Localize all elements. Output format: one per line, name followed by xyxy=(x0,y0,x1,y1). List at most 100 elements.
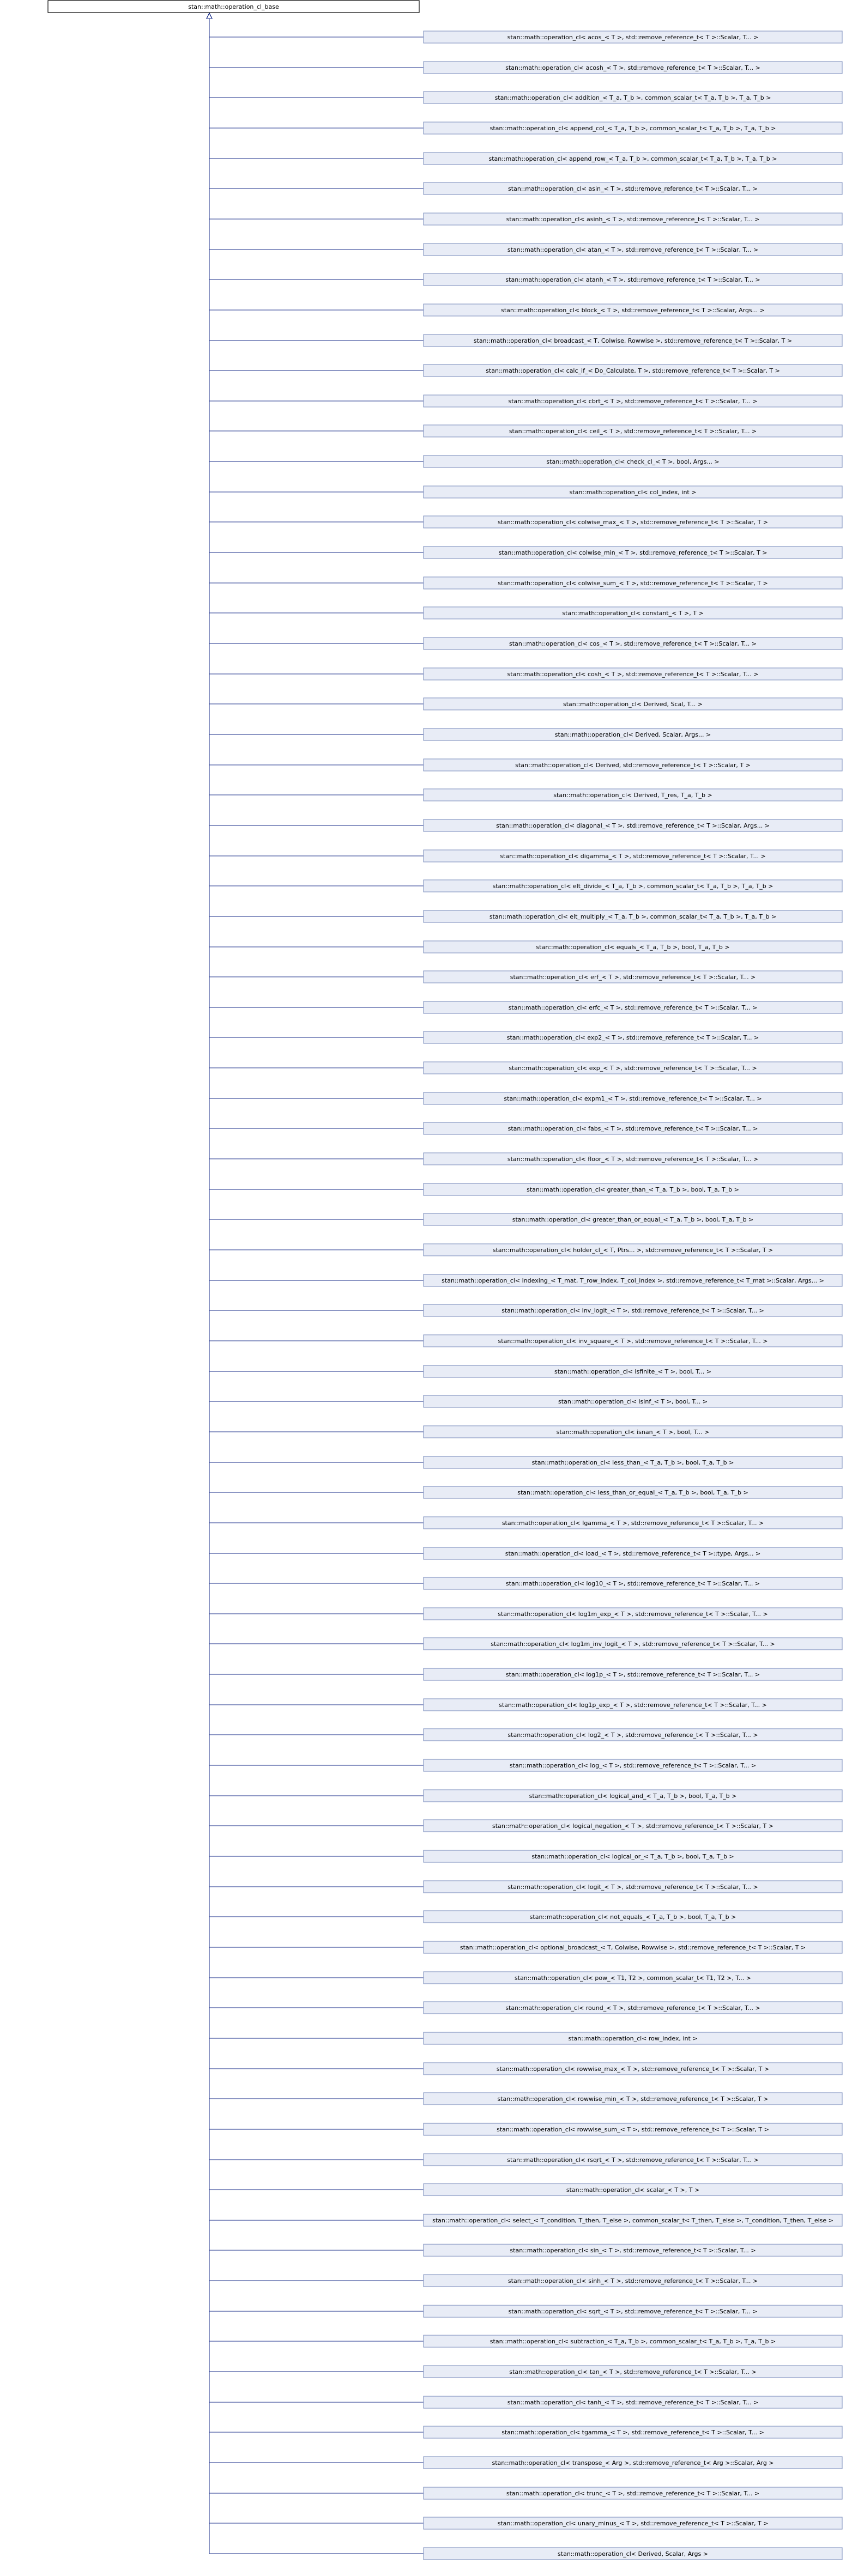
derived-class-box xyxy=(423,2305,843,2318)
derived-class-node[interactable]: stan::math::operation_cl< colwise_min_< … xyxy=(423,546,843,559)
derived-class-node[interactable]: stan::math::operation_cl< rsqrt_< T >, s… xyxy=(423,2153,843,2166)
derived-class-node[interactable]: stan::math::operation_cl< Derived, Scala… xyxy=(423,728,843,741)
derived-class-node[interactable]: stan::math::operation_cl< asinh_< T >, s… xyxy=(423,212,843,226)
derived-class-node[interactable]: stan::math::operation_cl< logical_or_< T… xyxy=(423,1850,843,1863)
derived-class-node[interactable]: stan::math::operation_cl< isnan_< T >, b… xyxy=(423,1425,843,1438)
derived-class-box xyxy=(423,2396,843,2409)
derived-class-node[interactable]: stan::math::operation_cl< cbrt_< T >, st… xyxy=(423,394,843,408)
derived-class-node[interactable]: stan::math::operation_cl< exp2_< T >, st… xyxy=(423,1031,843,1044)
derived-class-box xyxy=(423,1001,843,1014)
derived-class-node[interactable]: stan::math::operation_cl< less_than_or_e… xyxy=(423,1486,843,1499)
derived-class-node[interactable]: stan::math::operation_cl< sin_< T >, std… xyxy=(423,2244,843,2257)
derived-class-box xyxy=(423,1850,843,1863)
derived-class-node[interactable]: stan::math::operation_cl< elt_multiply_<… xyxy=(423,910,843,923)
derived-class-node[interactable]: stan::math::operation_cl< greater_than_o… xyxy=(423,1213,843,1226)
derived-class-node[interactable]: stan::math::operation_cl< logical_negati… xyxy=(423,1819,843,1832)
derived-class-node[interactable]: stan::math::operation_cl< log2_< T >, st… xyxy=(423,1728,843,1741)
derived-class-node[interactable]: stan::math::operation_cl< rowwise_max_< … xyxy=(423,2062,843,2075)
derived-class-node[interactable]: stan::math::operation_cl< subtraction_< … xyxy=(423,2335,843,2348)
derived-class-node[interactable]: stan::math::operation_cl< isinf_< T >, b… xyxy=(423,1395,843,1408)
derived-class-node[interactable]: stan::math::operation_cl< log1m_inv_logi… xyxy=(423,1637,843,1650)
derived-class-node[interactable]: stan::math::operation_cl< log1p_exp_< T … xyxy=(423,1698,843,1711)
derived-class-node[interactable]: stan::math::operation_cl< rowwise_min_< … xyxy=(423,2092,843,2105)
derived-class-node[interactable]: stan::math::operation_cl< broadcast_< T,… xyxy=(423,334,843,347)
derived-class-node[interactable]: stan::math::operation_cl< pow_< T1, T2 >… xyxy=(423,1971,843,1984)
derived-class-node[interactable]: stan::math::operation_cl< atan_< T >, st… xyxy=(423,243,843,256)
derived-class-node[interactable]: stan::math::operation_cl< floor_< T >, s… xyxy=(423,1152,843,1165)
derived-class-node[interactable]: stan::math::operation_cl< check_cl_< T >… xyxy=(423,455,843,468)
derived-class-node[interactable]: stan::math::operation_cl< logit_< T >, s… xyxy=(423,1880,843,1893)
derived-class-node[interactable]: stan::math::operation_cl< colwise_sum_< … xyxy=(423,576,843,590)
derived-class-node[interactable]: stan::math::operation_cl< less_than_< T_… xyxy=(423,1456,843,1469)
derived-class-node[interactable]: stan::math::operation_cl< acos_< T >, st… xyxy=(423,31,843,44)
derived-class-node[interactable]: stan::math::operation_cl< col_index, int… xyxy=(423,485,843,499)
derived-class-node[interactable]: stan::math::operation_cl< tgamma_< T >, … xyxy=(423,2426,843,2439)
derived-class-label: stan::math::operation_cl< atanh_< T >, s… xyxy=(505,276,760,283)
derived-class-box xyxy=(423,1365,843,1378)
derived-class-node[interactable]: stan::math::operation_cl< unary_minus_< … xyxy=(423,2517,843,2530)
derived-class-label: stan::math::operation_cl< select_< T_con… xyxy=(432,2217,833,2224)
derived-class-node[interactable]: stan::math::operation_cl< rowwise_sum_< … xyxy=(423,2123,843,2136)
derived-class-node[interactable]: stan::math::operation_cl< cos_< T >, std… xyxy=(423,637,843,650)
derived-class-node[interactable]: stan::math::operation_cl< log1p_< T >, s… xyxy=(423,1668,843,1681)
derived-class-node[interactable]: stan::math::operation_cl< Derived, std::… xyxy=(423,758,843,771)
derived-class-node[interactable]: stan::math::operation_cl< fabs_< T >, st… xyxy=(423,1122,843,1135)
derived-class-node[interactable]: stan::math::operation_cl< asin_< T >, st… xyxy=(423,182,843,195)
derived-class-label: stan::math::operation_cl< sinh_< T >, st… xyxy=(508,2277,758,2285)
derived-class-node[interactable]: stan::math::operation_cl< optional_broad… xyxy=(423,1941,843,1954)
derived-class-label: stan::math::operation_cl< transpose_< Ar… xyxy=(492,2459,774,2466)
derived-class-node[interactable]: stan::math::operation_cl< load_< T >, st… xyxy=(423,1547,843,1560)
derived-class-node[interactable]: stan::math::operation_cl< Derived, Scal,… xyxy=(423,697,843,710)
derived-class-label: stan::math::operation_cl< less_than_< T_… xyxy=(532,1459,734,1466)
derived-class-node[interactable]: stan::math::operation_cl< sinh_< T >, st… xyxy=(423,2274,843,2287)
derived-class-node[interactable]: stan::math::operation_cl< log1m_exp_< T … xyxy=(423,1607,843,1620)
derived-class-node[interactable]: stan::math::operation_cl< select_< T_con… xyxy=(423,2214,843,2227)
derived-class-node[interactable]: stan::math::operation_cl< erf_< T >, std… xyxy=(423,970,843,983)
base-class-node[interactable]: stan::math::operation_cl_base xyxy=(47,0,420,13)
derived-class-node[interactable]: stan::math::operation_cl< elt_divide_< T… xyxy=(423,879,843,892)
derived-class-node[interactable]: stan::math::operation_cl< erfc_< T >, st… xyxy=(423,1001,843,1014)
derived-class-node[interactable]: stan::math::operation_cl< atanh_< T >, s… xyxy=(423,273,843,286)
derived-class-node[interactable]: stan::math::operation_cl< append_col_< T… xyxy=(423,121,843,135)
derived-class-node[interactable]: stan::math::operation_cl< append_row_< T… xyxy=(423,152,843,165)
derived-class-node[interactable]: stan::math::operation_cl< scalar_< T >, … xyxy=(423,2183,843,2196)
derived-class-node[interactable]: stan::math::operation_cl< log_< T >, std… xyxy=(423,1759,843,1772)
derived-class-node[interactable]: stan::math::operation_cl< Derived, T_res… xyxy=(423,788,843,801)
derived-class-node[interactable]: stan::math::operation_cl< constant_< T >… xyxy=(423,606,843,619)
derived-class-node[interactable]: stan::math::operation_cl< transpose_< Ar… xyxy=(423,2456,843,2469)
derived-class-label: stan::math::operation_cl< inv_logit_< T … xyxy=(501,1307,764,1314)
derived-class-node[interactable]: stan::math::operation_cl< ceil_< T >, st… xyxy=(423,424,843,438)
derived-class-node[interactable]: stan::math::operation_cl< inv_square_< T… xyxy=(423,1334,843,1347)
derived-class-node[interactable]: stan::math::operation_cl< exp_< T >, std… xyxy=(423,1061,843,1074)
derived-class-node[interactable]: stan::math::operation_cl< holder_cl_< T,… xyxy=(423,1243,843,1256)
derived-class-node[interactable]: stan::math::operation_cl< digamma_< T >,… xyxy=(423,849,843,862)
derived-class-label: stan::math::operation_cl< isnan_< T >, b… xyxy=(557,1429,710,1436)
derived-class-label: stan::math::operation_cl< logit_< T >, s… xyxy=(507,1884,758,1891)
derived-class-node[interactable]: stan::math::operation_cl< inv_logit_< T … xyxy=(423,1304,843,1317)
derived-class-node[interactable]: stan::math::operation_cl< Derived, Scala… xyxy=(423,2547,843,2560)
derived-class-node[interactable]: stan::math::operation_cl< lgamma_< T >, … xyxy=(423,1516,843,1529)
derived-class-node[interactable]: stan::math::operation_cl< addition_< T_a… xyxy=(423,91,843,104)
derived-class-node[interactable]: stan::math::operation_cl< calc_if_< Do_C… xyxy=(423,364,843,377)
derived-class-box xyxy=(423,1789,843,1802)
derived-class-node[interactable]: stan::math::operation_cl< greater_than_<… xyxy=(423,1183,843,1196)
derived-class-node[interactable]: stan::math::operation_cl< log10_< T >, s… xyxy=(423,1577,843,1590)
derived-class-node[interactable]: stan::math::operation_cl< equals_< T_a, … xyxy=(423,940,843,953)
derived-class-node[interactable]: stan::math::operation_cl< cosh_< T >, st… xyxy=(423,667,843,681)
derived-class-node[interactable]: stan::math::operation_cl< tanh_< T >, st… xyxy=(423,2396,843,2409)
derived-class-node[interactable]: stan::math::operation_cl< not_equals_< T… xyxy=(423,1910,843,1923)
derived-class-node[interactable]: stan::math::operation_cl< acosh_< T >, s… xyxy=(423,61,843,74)
derived-class-node[interactable]: stan::math::operation_cl< diagonal_< T >… xyxy=(423,819,843,832)
derived-class-node[interactable]: stan::math::operation_cl< indexing_< T_m… xyxy=(423,1274,843,1287)
derived-class-node[interactable]: stan::math::operation_cl< round_< T >, s… xyxy=(423,2001,843,2014)
derived-class-box xyxy=(423,212,843,226)
derived-class-node[interactable]: stan::math::operation_cl< logical_and_< … xyxy=(423,1789,843,1802)
derived-class-node[interactable]: stan::math::operation_cl< block_< T >, s… xyxy=(423,303,843,317)
derived-class-node[interactable]: stan::math::operation_cl< trunc_< T >, s… xyxy=(423,2487,843,2500)
derived-class-node[interactable]: stan::math::operation_cl< expm1_< T >, s… xyxy=(423,1092,843,1105)
derived-class-node[interactable]: stan::math::operation_cl< isfinite_< T >… xyxy=(423,1365,843,1378)
derived-class-node[interactable]: stan::math::operation_cl< colwise_max_< … xyxy=(423,515,843,528)
derived-class-node[interactable]: stan::math::operation_cl< row_index, int… xyxy=(423,2032,843,2045)
derived-class-node[interactable]: stan::math::operation_cl< tan_< T >, std… xyxy=(423,2365,843,2378)
derived-class-node[interactable]: stan::math::operation_cl< sqrt_< T >, st… xyxy=(423,2305,843,2318)
